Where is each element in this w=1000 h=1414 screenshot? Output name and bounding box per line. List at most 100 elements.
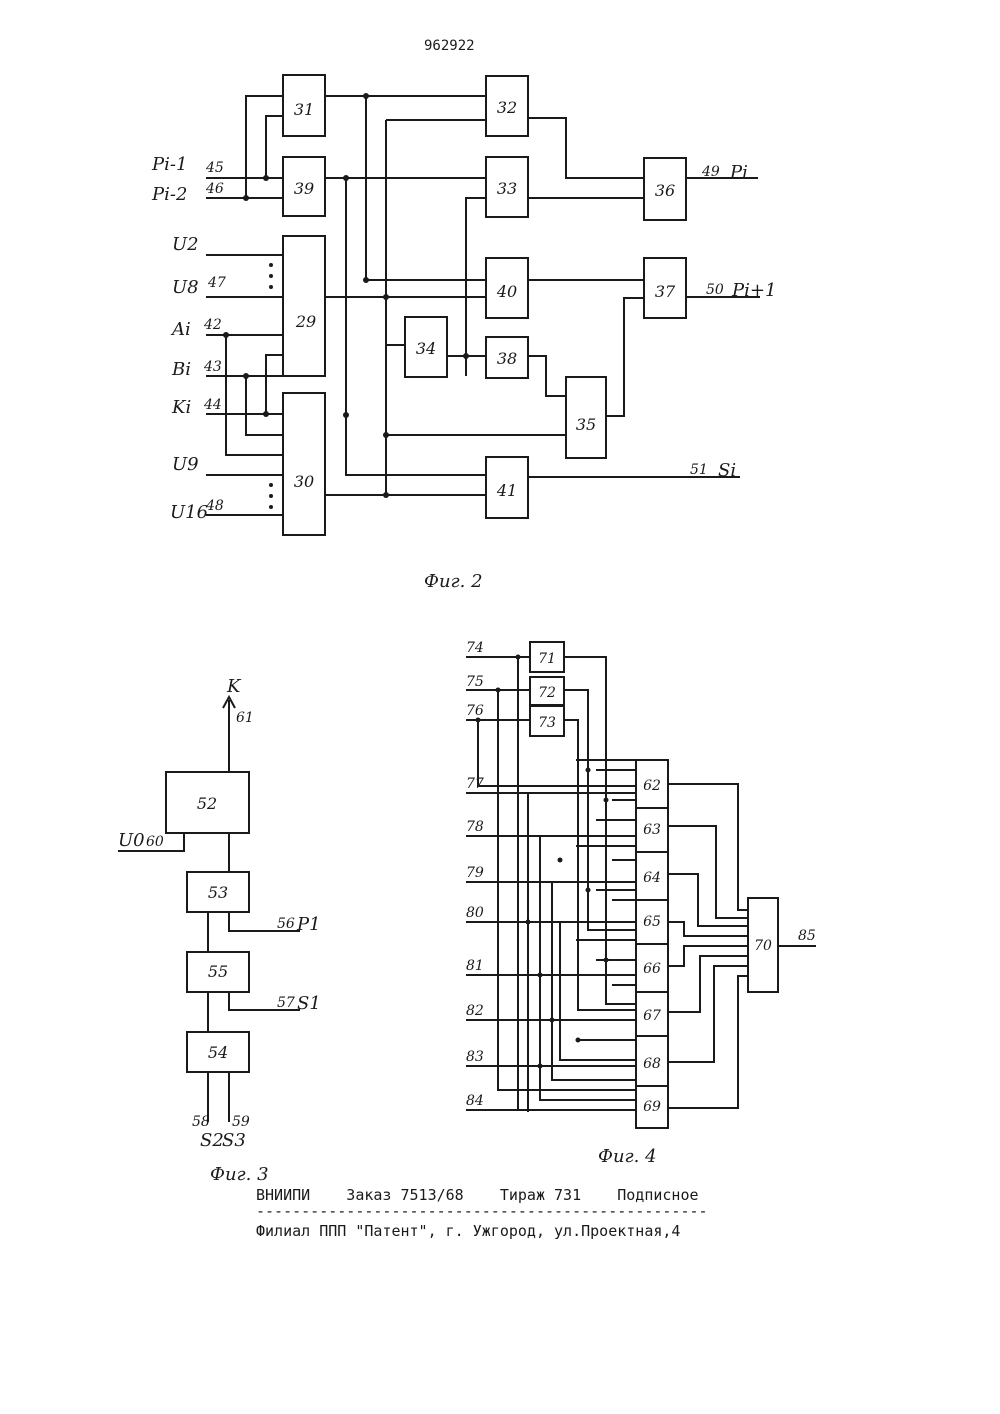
- input-s1-name: S1: [297, 993, 321, 1014]
- block-30: 30: [283, 393, 325, 535]
- fig4-input-81: 81: [466, 958, 484, 974]
- fig2-caption: Фиг. 2: [424, 571, 483, 592]
- input-ki-pin: 44: [203, 397, 222, 413]
- input-pi-1-name: Pi-1: [151, 154, 187, 175]
- output-pi1-pin: 50: [706, 282, 724, 298]
- block-69-label: 69: [643, 1099, 661, 1115]
- block-66: 66: [636, 944, 668, 992]
- imprint-footer: ВНИИПИ Заказ 7513/68 Тираж 731 Подписное…: [256, 1186, 708, 1240]
- block-38-label: 38: [497, 349, 517, 368]
- output-si-name: Si: [718, 460, 736, 481]
- input-bi-name: Bi: [171, 359, 191, 380]
- input-u16-name: U16: [170, 502, 208, 523]
- fig4-output-pin: 85: [798, 928, 816, 944]
- block-70-label: 70: [754, 938, 772, 954]
- block-72: 72: [530, 677, 564, 705]
- fig4-input-76: 76: [466, 703, 484, 719]
- output-si-pin: 51: [690, 462, 708, 478]
- footer-line-2: Филиал ППП "Патент", г. Ужгород, ул.Прое…: [256, 1222, 680, 1240]
- block-70: 70: [748, 898, 778, 992]
- block-69: 69: [636, 1086, 668, 1128]
- fig4-input-83: 83: [466, 1049, 484, 1065]
- input-u0-pin: 60: [146, 834, 164, 850]
- block-53-label: 53: [208, 883, 228, 902]
- output-pi1-name: Pi+1: [731, 280, 776, 301]
- fig4-input-82: 82: [466, 1003, 484, 1019]
- block-33: 33: [486, 157, 528, 217]
- block-31-label: 31: [294, 100, 314, 119]
- fig4-input-79: 79: [466, 865, 484, 881]
- block-37-label: 37: [655, 282, 676, 301]
- block-73: 73: [530, 706, 564, 736]
- input-pi-1-pin: 45: [205, 160, 224, 176]
- block-68: 68: [636, 1036, 668, 1086]
- block-66-label: 66: [643, 961, 661, 977]
- block-38: 38: [486, 337, 528, 378]
- input-s2-name: S2: [200, 1130, 224, 1151]
- fig4-input-80: 80: [466, 905, 484, 921]
- block-64-label: 64: [643, 870, 661, 886]
- block-72-label: 72: [538, 685, 556, 701]
- input-s1-pin: 57: [277, 995, 295, 1011]
- block-65-label: 65: [643, 914, 661, 930]
- figure-4: 71 72 73 62 63 64 65 66: [466, 640, 816, 1167]
- block-31: 31: [283, 75, 325, 136]
- input-u16-pin: 48: [205, 498, 224, 514]
- block-36: 36: [644, 158, 686, 220]
- input-bi-pin: 43: [203, 359, 222, 375]
- block-39: 39: [283, 157, 325, 216]
- input-s3-pin: 59: [232, 1114, 250, 1130]
- block-29-label: 29: [295, 312, 316, 331]
- footer-dashes: ----------------------------------------…: [256, 1202, 708, 1220]
- fig4-input-74: 74: [466, 640, 484, 656]
- input-u8-name: U8: [172, 277, 199, 298]
- fig3-caption: Фиг. 3: [210, 1164, 269, 1185]
- input-u9-name: U9: [172, 454, 199, 475]
- fig4-caption: Фиг. 4: [598, 1146, 657, 1167]
- block-40: 40: [486, 258, 528, 318]
- block-41: 41: [486, 457, 528, 518]
- block-63-label: 63: [643, 822, 661, 838]
- block-54: 54: [187, 1032, 249, 1072]
- fig2-ellipsis: [269, 263, 273, 509]
- figure-2: 31 39 32 33 36 29 30 40: [151, 75, 776, 592]
- block-30-label: 30: [294, 472, 314, 491]
- block-52-label: 52: [197, 794, 217, 813]
- block-34: 34: [405, 317, 447, 377]
- patent-number: 962922: [424, 38, 475, 54]
- input-u8-pin: 47: [207, 275, 226, 291]
- block-73-label: 73: [538, 715, 556, 731]
- input-pi-2-name: Pi-2: [151, 184, 187, 205]
- fig4-input-77: 77: [466, 776, 484, 792]
- block-37: 37: [644, 258, 686, 318]
- block-35-label: 35: [576, 415, 596, 434]
- block-71-label: 71: [538, 651, 556, 667]
- block-33-label: 33: [497, 179, 517, 198]
- block-41-label: 41: [496, 481, 517, 500]
- output-k-pin: 61: [236, 710, 254, 726]
- input-ai-name: Ai: [170, 319, 191, 340]
- block-63: 63: [636, 808, 668, 852]
- block-34-label: 34: [416, 339, 436, 358]
- block-29: 29: [283, 236, 325, 376]
- output-pi-name: Pi: [729, 162, 748, 183]
- block-32-label: 32: [497, 98, 517, 117]
- block-35: 35: [566, 377, 606, 458]
- block-39-label: 39: [294, 179, 314, 198]
- input-s2-pin: 58: [192, 1114, 210, 1130]
- block-53: 53: [187, 872, 249, 912]
- input-pi-2-pin: 46: [205, 181, 224, 197]
- output-k-name: K: [226, 676, 242, 697]
- block-55: 55: [187, 952, 249, 992]
- input-u0-name: U0: [118, 830, 145, 851]
- block-62-label: 62: [643, 778, 661, 794]
- input-p1-name: P1: [296, 914, 321, 935]
- fig4-input-75: 75: [466, 674, 484, 690]
- block-54-label: 54: [208, 1043, 228, 1062]
- fig4-input-84: 84: [466, 1093, 484, 1109]
- block-71: 71: [530, 642, 564, 672]
- block-52: 52: [166, 772, 249, 833]
- block-62: 62: [636, 760, 668, 808]
